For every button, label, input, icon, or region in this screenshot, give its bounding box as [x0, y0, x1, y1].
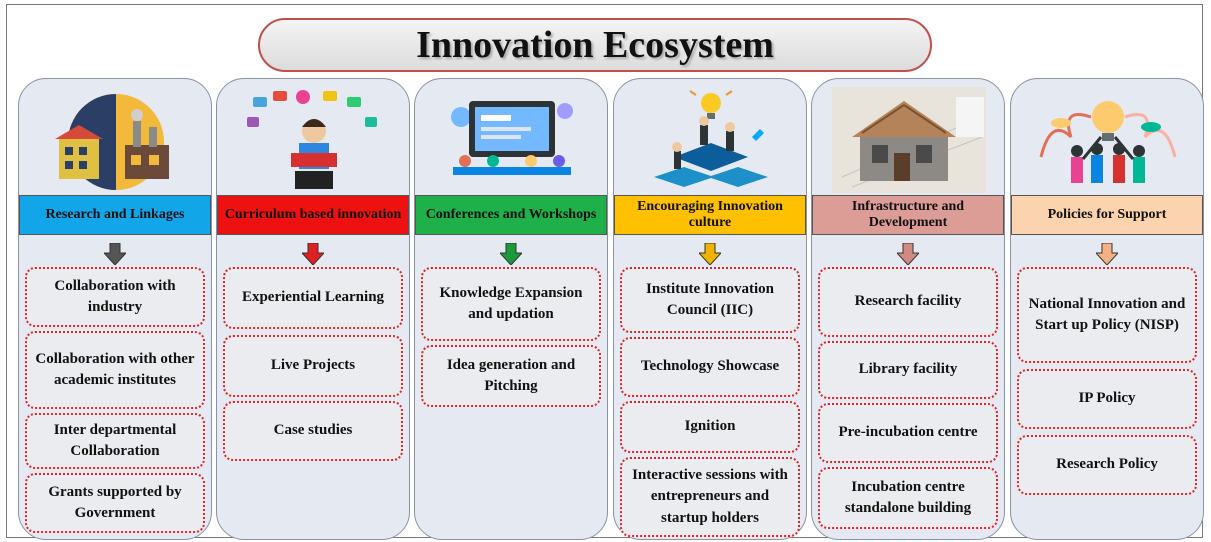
lightbulb-team-icon [654, 90, 768, 187]
header-curriculum-innovation: Curriculum based innovation [217, 195, 409, 235]
item-live-projects: Live Projects [223, 335, 403, 397]
item-inter-departmental: Inter departmental Collaboration [25, 413, 205, 469]
diagram-title: Innovation Ecosystem [258, 18, 932, 72]
item-incubation-centre: Incubation centre standalone building [818, 467, 998, 529]
column-innovation-culture: Encouraging Innovation culture Institute… [613, 78, 807, 540]
column-conferences-workshops: Conferences and Workshops Knowledge Expa… [414, 78, 608, 540]
down-arrow-icon [500, 243, 522, 265]
item-nisp: National Innovation and Start up Policy … [1017, 267, 1197, 363]
down-arrow-icon [1096, 243, 1118, 265]
header-conferences-workshops: Conferences and Workshops [415, 195, 607, 235]
column-research-linkages: Research and Linkages Collaboration with… [18, 78, 212, 540]
item-collaboration-industry: Collaboration with industry [25, 267, 205, 327]
header-infrastructure-development: Infrastructure and Development [812, 195, 1004, 235]
student-reading-icon [247, 90, 377, 189]
header-policies-support: Policies for Support [1011, 195, 1203, 235]
item-pre-incubation: Pre-incubation centre [818, 403, 998, 463]
down-arrow-icon [302, 243, 324, 265]
industry-academia-icon [55, 94, 169, 190]
item-grants-government: Grants supported by Government [25, 473, 205, 533]
item-knowledge-expansion: Knowledge Expansion and updation [421, 267, 601, 341]
item-interactive-sessions: Interactive sessions with entrepreneurs … [620, 457, 800, 537]
item-research-facility: Research facility [818, 267, 998, 337]
item-ip-policy: IP Policy [1017, 369, 1197, 429]
people-lightbulb-icon [1039, 101, 1177, 183]
item-research-policy: Research Policy [1017, 435, 1197, 495]
column-policies-support: Policies for Support National Innovation… [1010, 78, 1204, 540]
item-case-studies: Case studies [223, 401, 403, 461]
header-research-linkages: Research and Linkages [19, 195, 211, 235]
header-innovation-culture: Encouraging Innovation culture [614, 195, 806, 235]
item-idea-generation: Idea generation and Pitching [421, 345, 601, 407]
item-library-facility: Library facility [818, 341, 998, 399]
item-iic: Institute Innovation Council (IIC) [620, 267, 800, 333]
item-collaboration-academic: Collaboration with other academic instit… [25, 331, 205, 409]
item-technology-showcase: Technology Showcase [620, 337, 800, 397]
house-construction-icon [832, 87, 986, 193]
down-arrow-icon [104, 243, 126, 265]
down-arrow-icon [897, 243, 919, 265]
down-arrow-icon [699, 243, 721, 265]
workshop-screen-icon [451, 101, 573, 175]
item-experiential-learning: Experiential Learning [223, 267, 403, 329]
column-curriculum-innovation: Curriculum based innovation Experiential… [216, 78, 410, 540]
item-ignition: Ignition [620, 401, 800, 453]
column-infrastructure-development: Infrastructure and Development Research … [811, 78, 1005, 540]
